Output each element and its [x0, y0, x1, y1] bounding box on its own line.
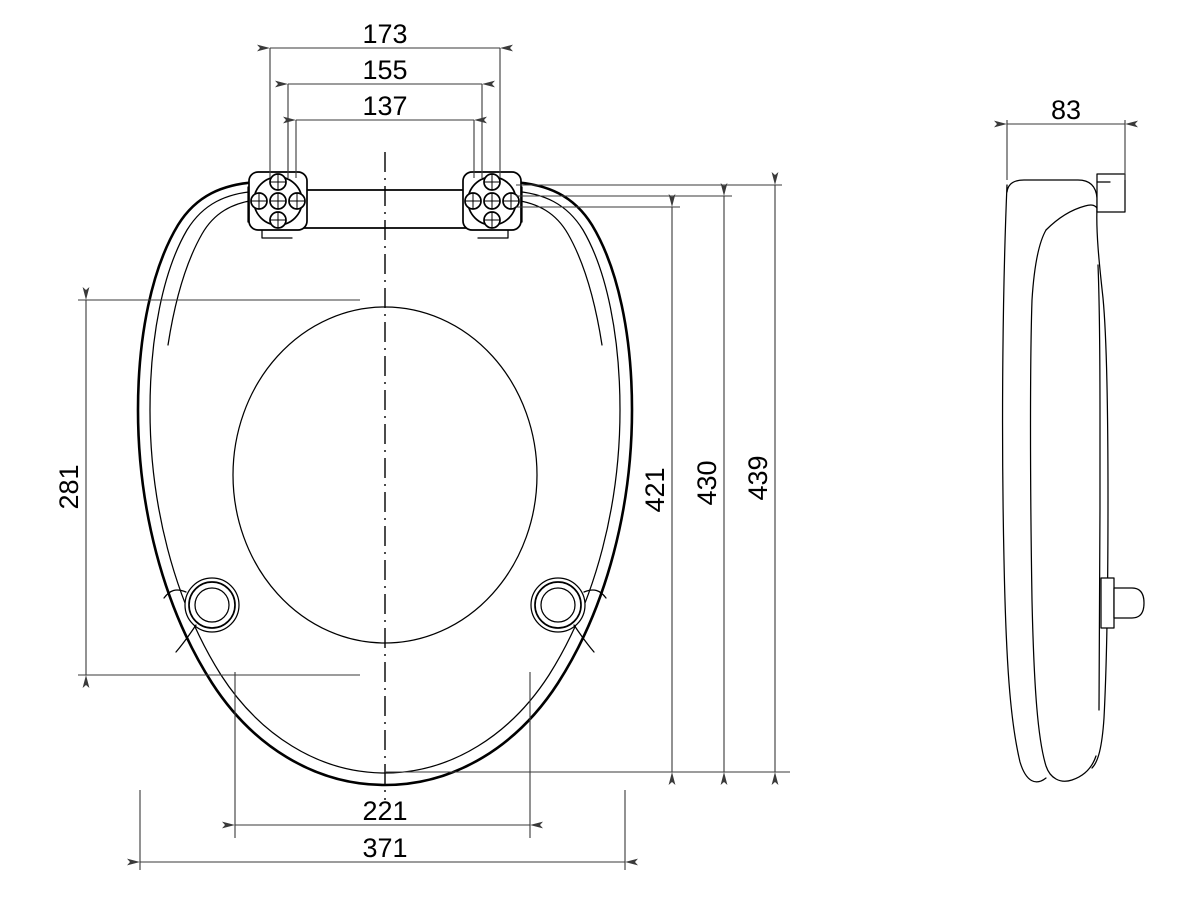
- side-view-group: [1001, 173, 1145, 783]
- top-horizontal-dimensions: 173 155 137: [257, 19, 513, 178]
- seat-outer-contour: [136, 180, 634, 787]
- side-view-dimension: 83: [994, 95, 1138, 180]
- seat-shoulder-right-detail: [513, 199, 603, 346]
- side-seat-ring-contour: [1045, 204, 1099, 231]
- dim-label-155: 155: [362, 55, 407, 85]
- side-hinge-block: [1096, 173, 1126, 213]
- side-seat-rim-line: [1097, 264, 1101, 711]
- right-hinge-bolt-crosshairs: [464, 173, 520, 229]
- dim-label-430: 430: [692, 460, 722, 505]
- seat-shoulder-left-detail: [167, 199, 257, 346]
- dim-label-281: 281: [54, 464, 84, 509]
- side-hinge-rect: [1096, 173, 1126, 213]
- top-view-group: [136, 152, 634, 800]
- right-bumper-tab-bottom: [573, 624, 595, 653]
- left-bumper-inner: [194, 587, 230, 623]
- dim-label-137: 137: [362, 91, 407, 121]
- right-bumper-tab-top: [583, 589, 607, 599]
- bottom-horizontal-dimensions: 221 371: [127, 672, 638, 870]
- left-bumper-tab-bottom: [175, 624, 197, 653]
- dim-label-439: 439: [743, 455, 773, 500]
- dim-label-421: 421: [640, 467, 670, 512]
- side-stud-base: [1100, 577, 1115, 629]
- dim-label-371: 371: [362, 833, 407, 863]
- right-hinge-plate: [462, 171, 522, 231]
- side-lid-right-edge: [1091, 207, 1109, 769]
- right-bumper: [530, 577, 607, 653]
- side-stud-head: [1113, 587, 1145, 619]
- left-bumper-tab-top: [163, 589, 187, 599]
- right-vertical-dimensions: 421 430 439: [385, 172, 790, 785]
- side-seat-ring-left: [1029, 229, 1097, 782]
- left-hinge-plate: [248, 171, 308, 231]
- right-bumper-inner: [540, 587, 576, 623]
- side-lid-outer-contour: [1001, 184, 1047, 783]
- left-hinge-bolt-crosshairs: [250, 173, 306, 229]
- left-bumper: [163, 577, 240, 653]
- dim-label-173: 173: [362, 19, 407, 49]
- dim-label-221: 221: [362, 796, 407, 826]
- side-lid-top-cover: [1006, 179, 1098, 209]
- left-vertical-dimension: 281: [54, 287, 360, 688]
- side-bumper-stud: [1100, 577, 1145, 629]
- seat-inner-rim-contour: [149, 190, 621, 774]
- dim-label-83: 83: [1051, 95, 1081, 125]
